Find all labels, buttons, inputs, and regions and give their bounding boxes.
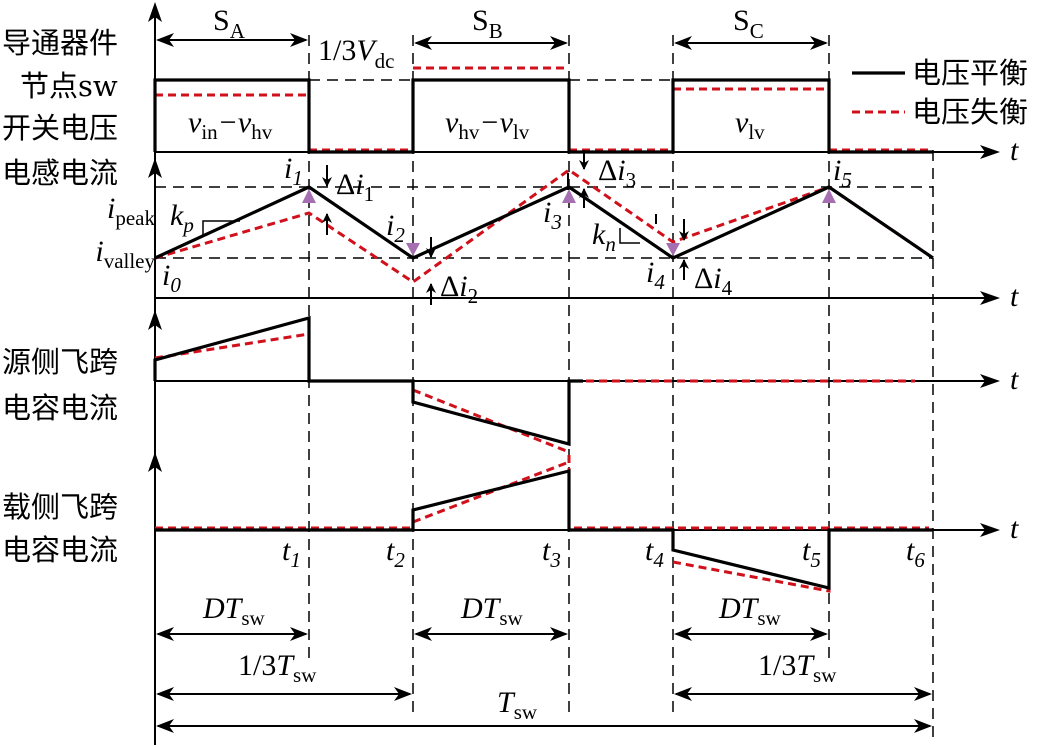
third-tsw-label-b: 1/3Tsw [758, 649, 837, 687]
time-guides [308, 35, 934, 740]
t-axis-label: t [1010, 512, 1019, 545]
legend-unbalanced-label: 电压失衡 [912, 95, 1028, 129]
t-axis-arrow-icon [980, 523, 1000, 537]
axis-arrow-icon [148, 158, 162, 178]
label-source-cap-2: 电容电流 [2, 391, 118, 425]
t3-label: t3 [542, 534, 561, 572]
label-load-cap-1: 载侧飞跨 [2, 490, 118, 524]
t-axis-arrow-icon [980, 374, 1000, 388]
t6-label: t6 [906, 534, 925, 572]
t4-label: t4 [645, 534, 664, 572]
switch-b-label: SB [472, 4, 503, 43]
pulse-label-a: vin−vhv [188, 106, 273, 144]
label-inductor-current: 电感电流 [2, 156, 118, 190]
peak-marker-icon [302, 189, 316, 203]
i5-label: i5 [833, 154, 852, 192]
dt-label-a: DTsw [202, 592, 266, 630]
kn-label: kn [592, 218, 616, 256]
third-tsw-label-a: 1/3Tsw [238, 649, 317, 687]
i3-label: i3 [543, 196, 562, 234]
switch-c-label: SC [733, 4, 764, 43]
i2-label: i2 [386, 209, 405, 247]
source-cap-current-panel: t [153, 315, 1019, 454]
dt-label-b: DTsw [460, 592, 524, 630]
t-axis-label: t [1010, 363, 1019, 396]
i4-label: i4 [646, 256, 665, 294]
row-labels: 导通器件 节点sw 开关电压 电感电流 源侧飞跨 电容电流 载侧飞跨 电容电流 [2, 26, 118, 567]
vdc-annotation: 1/3Vdc [318, 34, 395, 73]
pulse-label-b: vhv−vlv [445, 106, 530, 144]
dt-label-c: DTsw [718, 592, 782, 630]
label-node-voltage-1: 节点sw [20, 69, 118, 103]
legend: 电压平衡 电压失衡 [852, 56, 1028, 129]
axis-arrow-icon [148, 310, 162, 330]
label-source-cap-1: 源侧飞跨 [2, 345, 118, 379]
load-cap-current-panel: t t1 t2 t3 t4 t5 t6 [155, 455, 1019, 593]
peak-marker-icon [822, 189, 836, 203]
valley-marker-icon [666, 243, 680, 256]
delta-i3-label: Δi3 [598, 154, 636, 192]
peak-marker-icon [562, 189, 576, 203]
delta-i2-label: Δi2 [440, 270, 478, 308]
t-axis-arrow-icon [980, 145, 1000, 159]
tsw-label: Tsw [497, 686, 538, 724]
t-axis-arrow-icon [980, 291, 1000, 305]
pulse-label-c: vlv [735, 106, 765, 144]
t1-label: t1 [282, 534, 301, 572]
label-node-voltage-2: 开关电压 [2, 111, 118, 145]
valley-marker-icon [406, 243, 420, 256]
axis-arrow-icon [148, 2, 162, 22]
axis-arrow-icon [148, 452, 162, 472]
t-axis-label: t [1010, 280, 1019, 313]
i0-label: i0 [162, 259, 181, 297]
label-switch-device: 导通器件 [2, 26, 118, 60]
t-axis-label: t [1010, 134, 1019, 167]
node-voltage-panel: t vin−vhv vhv−vlv vlv [153, 66, 1019, 167]
t5-label: t5 [802, 534, 821, 572]
legend-balanced-label: 电压平衡 [912, 56, 1028, 90]
kp-label: kp [170, 199, 194, 237]
delta-i1-label: Δi1 [336, 168, 374, 206]
i1-label: i1 [284, 152, 303, 190]
label-load-cap-2: 电容电流 [2, 533, 118, 567]
switch-labels: SA SB SC 1/3Vdc [156, 4, 828, 73]
i-peak-label: ipeak [107, 192, 155, 230]
duration-dimensions: DTsw DTsw DTsw 1/3Tsw 1/3Tsw Tsw [156, 592, 932, 733]
delta-i4-label: Δi4 [694, 262, 733, 300]
switch-a-label: SA [213, 4, 246, 43]
t2-label: t2 [386, 534, 405, 572]
i-valley-label: ivalley [95, 235, 155, 273]
inductor-current-panel: t ipeak ivalley i0 i1 i2 i3 i4 i5 Δi1 Δi [95, 150, 1019, 313]
